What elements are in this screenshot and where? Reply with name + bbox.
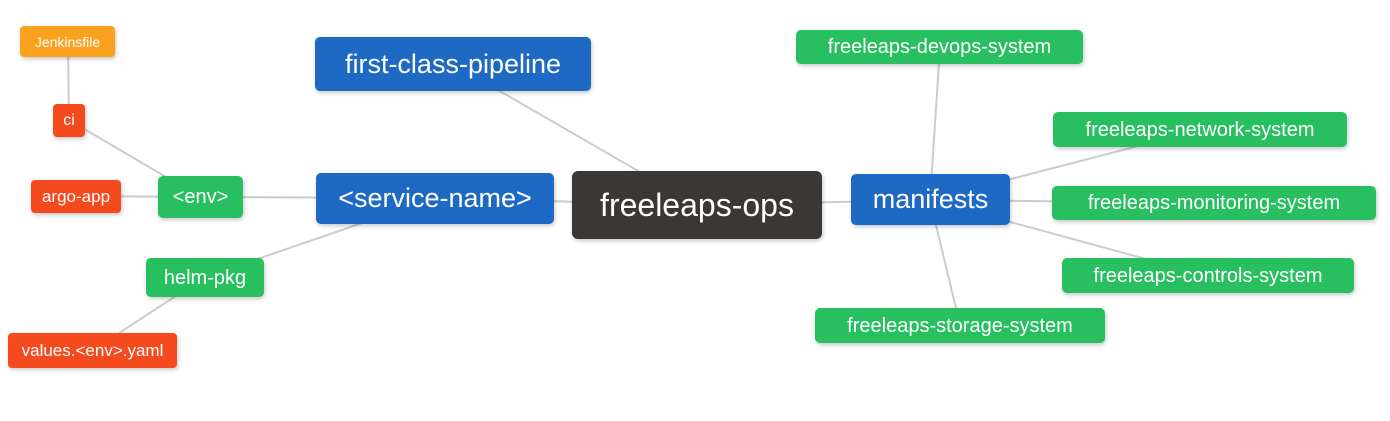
node-freeleaps-ops[interactable]: freeleaps-ops [572, 171, 822, 239]
node-freeleaps-devops-system[interactable]: freeleaps-devops-system [796, 30, 1083, 64]
node-freeleaps-controls-system[interactable]: freeleaps-controls-system [1062, 258, 1354, 293]
node-freeleaps-storage-system[interactable]: freeleaps-storage-system [815, 308, 1105, 343]
node-values-env-yaml[interactable]: values.<env>.yaml [8, 333, 177, 368]
node-freeleaps-network-system[interactable]: freeleaps-network-system [1053, 112, 1347, 147]
node-ci[interactable]: ci [53, 104, 85, 137]
node-helm-pkg[interactable]: helm-pkg [146, 258, 264, 297]
node-service-name[interactable]: <service-name> [316, 173, 554, 224]
node-jenkinsfile[interactable]: Jenkinsfile [20, 26, 115, 57]
node-argo-app[interactable]: argo-app [31, 180, 121, 213]
node-env[interactable]: <env> [158, 176, 243, 218]
node-manifests[interactable]: manifests [851, 174, 1010, 225]
node-freeleaps-monitoring-system[interactable]: freeleaps-monitoring-system [1052, 186, 1376, 220]
node-first-class-pipeline[interactable]: first-class-pipeline [315, 37, 591, 91]
